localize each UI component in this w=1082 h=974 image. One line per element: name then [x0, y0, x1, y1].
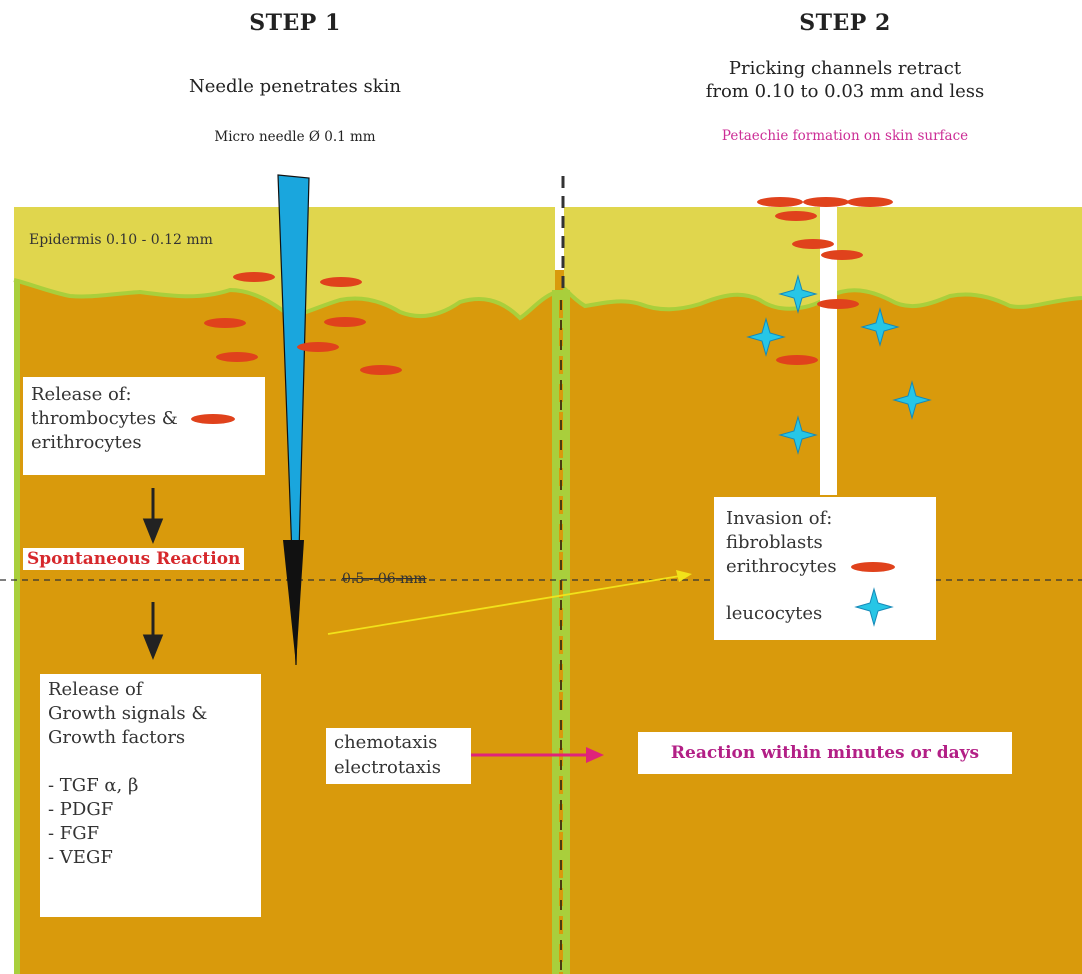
needle-label: Micro needle Ø 0.1 mm: [214, 129, 376, 145]
pricking-channel: [820, 205, 837, 495]
leucocyte-icon: [854, 587, 894, 627]
step1-title: STEP 1: [249, 10, 341, 36]
step2-title: STEP 2: [799, 10, 891, 36]
release-line2-text: thrombocytes &: [31, 408, 178, 429]
epidermis-border-right: [562, 286, 1082, 312]
erythrocyte-icon: [190, 414, 235, 424]
left-green-edge: [14, 282, 20, 974]
epidermis-border: [13, 278, 557, 321]
chemotaxis-label: chemotaxis: [334, 732, 438, 753]
erythrocyte: [320, 277, 362, 287]
growth-line3: Growth factors: [48, 727, 186, 748]
electrotaxis-label: electrotaxis: [334, 757, 441, 778]
micro-needle: [277, 174, 310, 666]
step2-subtitle-line1: Pricking channels retract: [728, 58, 962, 79]
release-box: Release of: thrombocytes & erithrocytes: [23, 377, 265, 475]
erythrocyte: [297, 342, 339, 352]
growth-line2: Growth signals &: [48, 703, 208, 724]
erythrocyte: [216, 352, 258, 362]
growth-factor-item: - PDGF: [48, 799, 114, 820]
invasion-line4-text: leucocytes: [726, 603, 823, 624]
erythrocytes-step1: [204, 272, 402, 375]
depth-label: 0.5 - 06 mm: [342, 571, 427, 587]
growth-factor-item: - TGF α, β: [48, 775, 139, 796]
step1-subtitle: Needle penetrates skin: [188, 76, 402, 97]
invasion-line3-text: erithrocytes: [726, 556, 837, 577]
erythrocyte: [776, 355, 818, 365]
growth-box: Release of Growth signals & Growth facto…: [40, 674, 261, 917]
spontaneous-reaction-label: Spontaneous Reaction: [23, 548, 245, 570]
erythrocyte: [821, 250, 863, 260]
erythrocytes-step2: [757, 197, 893, 365]
erythrocyte-icon: [851, 562, 896, 572]
yellow-arrow: [327, 570, 692, 635]
petechiae-label: Petaechie formation on skin surface: [721, 128, 969, 144]
erythrocyte: [847, 197, 893, 207]
release-line2: thrombocytes &: [31, 407, 257, 431]
erythrocyte: [817, 299, 859, 309]
needle-tip: [283, 540, 304, 665]
growth-line1: Release of: [48, 679, 143, 700]
step2-subtitle-line2: from 0.10 to 0.03 mm and less: [705, 81, 985, 102]
erythrocyte: [803, 197, 849, 207]
reaction-time-label: Reaction within minutes or days: [638, 732, 1012, 774]
down-arrow-2: [142, 602, 164, 661]
erythrocyte: [792, 239, 834, 249]
invasion-line3: erithrocytes: [726, 555, 924, 579]
erythrocyte: [757, 197, 803, 207]
invasion-line2: fibroblasts: [726, 532, 823, 553]
erythrocyte: [775, 211, 817, 221]
invasion-box: Invasion of: fibroblasts erithrocytes le…: [714, 497, 936, 640]
down-arrow-1: [142, 488, 164, 545]
step2-subtitle: Pricking channels retract from 0.10 to 0…: [640, 57, 1050, 103]
growth-factor-item: - VEGF: [48, 847, 113, 868]
invasion-line4: leucocytes: [726, 579, 924, 627]
erythrocyte: [360, 365, 402, 375]
growth-factor-item: - FGF: [48, 823, 100, 844]
invasion-line1: Invasion of:: [726, 508, 833, 529]
release-line1: Release of:: [31, 384, 132, 405]
taxis-box: chemotaxis electrotaxis: [326, 728, 471, 784]
erythrocyte: [233, 272, 275, 282]
release-line3: erithrocytes: [31, 432, 142, 453]
center-spine: [552, 290, 570, 974]
erythrocyte: [324, 317, 366, 327]
epidermis-label: Epidermis 0.10 - 0.12 mm: [29, 232, 213, 248]
erythrocyte: [204, 318, 246, 328]
